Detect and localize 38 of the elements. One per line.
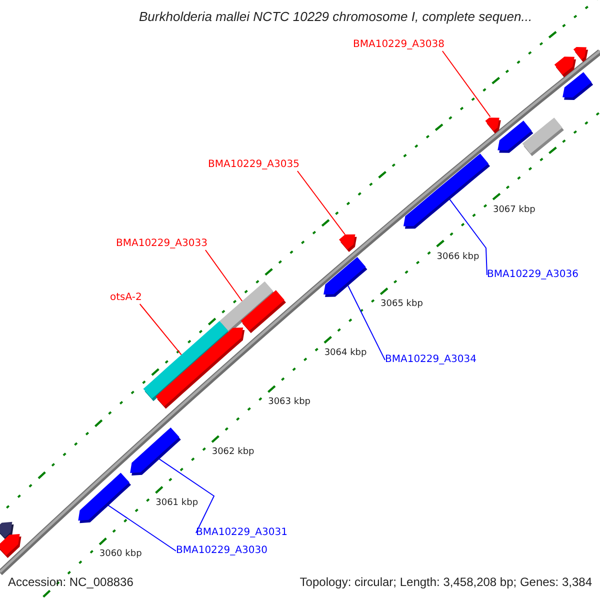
gene-block <box>403 154 490 229</box>
gene-block <box>324 256 368 298</box>
scale-label: 3061 kbp <box>156 498 198 509</box>
gene-block <box>522 118 564 156</box>
map-title: Burkholderia mallei NCTC 10229 chromosome I, complete sequen... <box>139 9 532 25</box>
scale-label: 3063 kbp <box>268 397 310 408</box>
accession-text: Accession: NC_008836 <box>8 575 134 590</box>
scale-label: 3064 kbp <box>324 348 367 359</box>
gene-block <box>339 234 357 252</box>
genome-summary-text: Topology: circular; Length: 3,458,208 bp; Genes: 3,384 <box>300 575 592 590</box>
gene-label: BMA10229_A3036 <box>487 269 578 281</box>
gene-label: otsA-2 <box>110 292 142 304</box>
scale-label: 3065 kbp <box>380 299 423 310</box>
gene-block <box>0 534 22 558</box>
leader-line <box>106 503 176 552</box>
leader-line <box>204 250 243 302</box>
gene-label: BMA10229_A3034 <box>385 354 476 366</box>
gene-block <box>485 118 501 134</box>
leader-line <box>442 50 491 118</box>
scale-label: 3060 kbp <box>99 549 142 560</box>
scale-label: 3062 kbp <box>212 447 254 458</box>
gene-block <box>130 427 181 476</box>
gene-block <box>78 472 131 524</box>
gene-block <box>156 328 245 409</box>
gene-label: BMA10229_A3035 <box>208 159 300 171</box>
gene-block <box>240 290 286 334</box>
gene-block <box>554 56 576 78</box>
gene-block <box>562 72 594 100</box>
leader-line <box>448 196 488 276</box>
gene-label: BMA10229_A3031 <box>196 527 288 539</box>
gene-label: BMA10229_A3030 <box>176 545 268 557</box>
scale-label: 3067 kbp <box>492 204 536 216</box>
gene-label: BMA10229_A3033 <box>116 238 208 250</box>
gene-label: BMA10229_A3038 <box>353 39 444 51</box>
leader-line <box>139 304 182 356</box>
gene-block <box>573 46 588 62</box>
scale-label: 3066 kbp <box>436 252 480 262</box>
leader-line <box>296 170 346 236</box>
